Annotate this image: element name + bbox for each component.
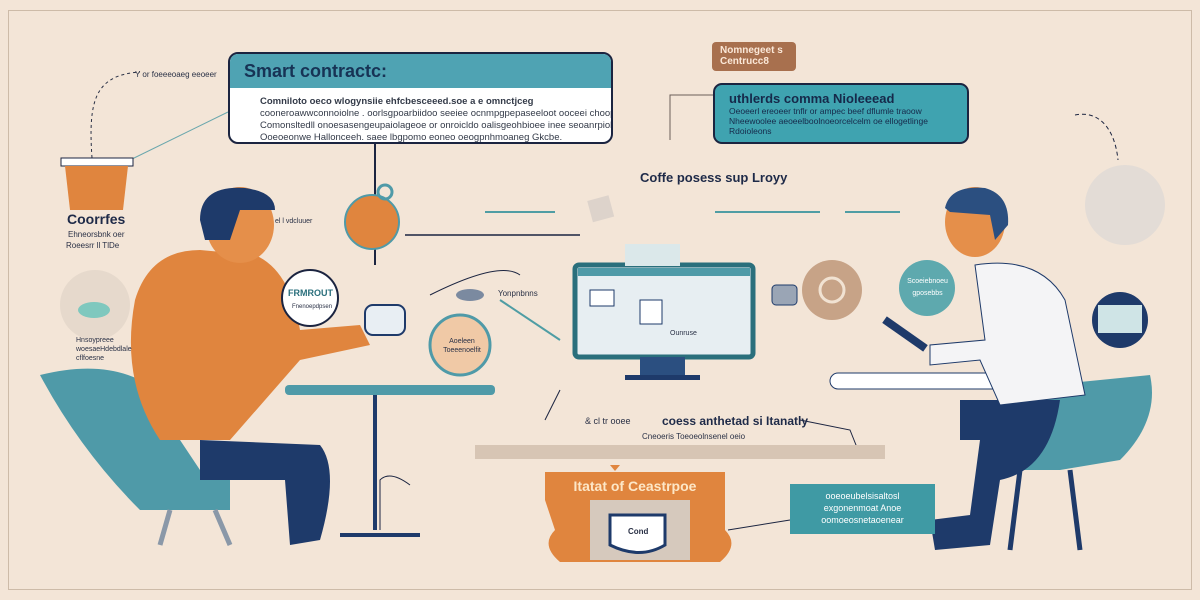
left-table-top — [285, 385, 495, 395]
teal-line: oomoeosnetaoenear — [821, 515, 904, 525]
monitor-titlebar — [578, 268, 750, 276]
arrow-note: el l vdcluuer — [275, 218, 313, 225]
connector-dotted — [1074, 113, 1119, 161]
right-chair-legs — [1007, 469, 1083, 551]
monitor-stand — [640, 357, 685, 375]
monitor-screen — [572, 262, 756, 360]
left-cup-line: Ehneorsbnk oer — [68, 230, 125, 239]
left-chair-legs — [157, 509, 233, 546]
connector-line — [669, 94, 713, 140]
teal-line: exgonenmoat Anoe — [823, 503, 902, 513]
right-person-legs — [930, 400, 1060, 550]
photo-circle — [1085, 165, 1165, 245]
bean-circle — [344, 194, 400, 250]
circle-line: Scoeiebnoeu — [907, 278, 948, 285]
right-person-shirt — [929, 262, 1086, 406]
screen-widget — [639, 299, 663, 325]
left-cup-line: Roeesrr ll TlDe — [66, 241, 120, 250]
right-circle-text: Scoeiebnoeu gposebbs — [905, 276, 950, 300]
illustration-frame — [8, 10, 1192, 590]
card-line: cooneroawwconnoiolne . oorlsgpoarbiidoo … — [260, 108, 611, 119]
teal-box-line: Oeoeerl ereoeer tnflr or ampec beef dflu… — [729, 106, 922, 116]
down-arrow-icon — [610, 465, 620, 471]
orange-box-title: Itatat of Ceastrpoe — [573, 478, 697, 494]
latte-art — [818, 276, 846, 304]
card-line: Comonsltedll onoesasengeupaiolageoe or o… — [260, 120, 611, 131]
coffee-cup-hand — [364, 304, 406, 336]
teal-box-line: Rdoioleons — [729, 126, 772, 136]
left-person-hair — [200, 187, 275, 240]
left-chair — [40, 368, 230, 510]
connector-line — [429, 270, 521, 296]
right-person-hair — [945, 187, 1009, 240]
shelf-bar — [475, 445, 885, 459]
left-table-leg — [340, 395, 420, 537]
tag-line: Nomnegeet s — [720, 45, 783, 56]
center-title: Coffe posess sup Lroyy — [640, 170, 788, 185]
bottom-sub: Cneoeris Toeoeolnsenel oeio — [642, 432, 746, 441]
teacup-icon — [78, 302, 110, 318]
connector-line — [129, 111, 229, 161]
cup-caption: Yonpnbnns — [498, 289, 538, 298]
card-line: Ooeoeonwe Hallonceeh. saee lbgpomo eoneo… — [260, 132, 563, 143]
top-tag: Nomnegeet s Centrucc8 — [712, 42, 796, 71]
floating-card — [625, 244, 680, 266]
caption-line: Hnsoypreee — [76, 337, 114, 344]
round-badge — [428, 313, 492, 377]
teal-box-line: Nheewoolee aeoeelboolnoeorcelcelm oe ell… — [729, 116, 928, 126]
plane-card — [1098, 305, 1142, 333]
card-title: Smart contractc: — [230, 54, 611, 88]
screen-widget — [589, 289, 615, 307]
dotted-note: Y or foeeeoaeg eeoeer — [135, 70, 217, 79]
small-ring — [376, 183, 394, 201]
badge-left-title: FRMROUT — [288, 288, 333, 298]
left-person-legs — [200, 440, 330, 545]
cup-icon-mid — [456, 289, 484, 301]
top-teal-box: uthlerds comma Nioleeead Oeoeerl ereoeer… — [713, 83, 969, 144]
circle-line: gposebbs — [912, 290, 943, 297]
saucer-caption: Hnsoypreee woesaeHdebdlale cflfoesne — [76, 336, 132, 363]
mug-label: Cond — [628, 527, 649, 536]
latte-circle — [802, 260, 862, 320]
smart-contract-card: Smart contractc: Comniloto oeco wlogynsi… — [228, 52, 613, 144]
mug-side — [771, 284, 798, 306]
caption-line: cflfoesne — [76, 355, 105, 362]
connector-line — [727, 519, 791, 531]
monitor-caption: Ounruse — [670, 330, 697, 337]
cup-lid — [60, 157, 134, 167]
floating-card — [587, 195, 615, 223]
connector-line — [379, 475, 411, 530]
monitor-base — [625, 375, 700, 380]
badge-left-ring — [281, 269, 339, 327]
caption-line: woesaeHdebdlale — [76, 346, 132, 353]
card-line: Comniloto oeco wlogynsiie ehfcbesceeed.s… — [260, 96, 534, 107]
connector-dotted — [90, 71, 141, 159]
right-teal-circle — [899, 260, 955, 316]
tablet — [882, 316, 928, 352]
bottom-title: coess anthetad si Itanatly — [662, 414, 809, 428]
left-person-shirt — [130, 250, 370, 440]
teal-box-title: uthlerds comma Nioleeead — [729, 91, 895, 106]
cup-body — [65, 166, 128, 210]
teal-line: ooeoeubelsisaltosl — [825, 491, 900, 501]
bottom-teal-box: ooeoeubelsisaltosl exgonenmoat Anoe oomo… — [790, 484, 935, 534]
tag-line: Centrucc8 — [720, 56, 769, 67]
small-note: & cl tr ooee — [585, 416, 631, 426]
mug-icon — [608, 513, 667, 554]
round-badge-text: Aoeleen Toeeenoelfit — [443, 338, 481, 354]
connector-line — [499, 299, 561, 341]
badge-left-sub: Fnenoepdpsen — [292, 304, 333, 310]
left-cup-title: Coorrfes — [67, 211, 126, 227]
